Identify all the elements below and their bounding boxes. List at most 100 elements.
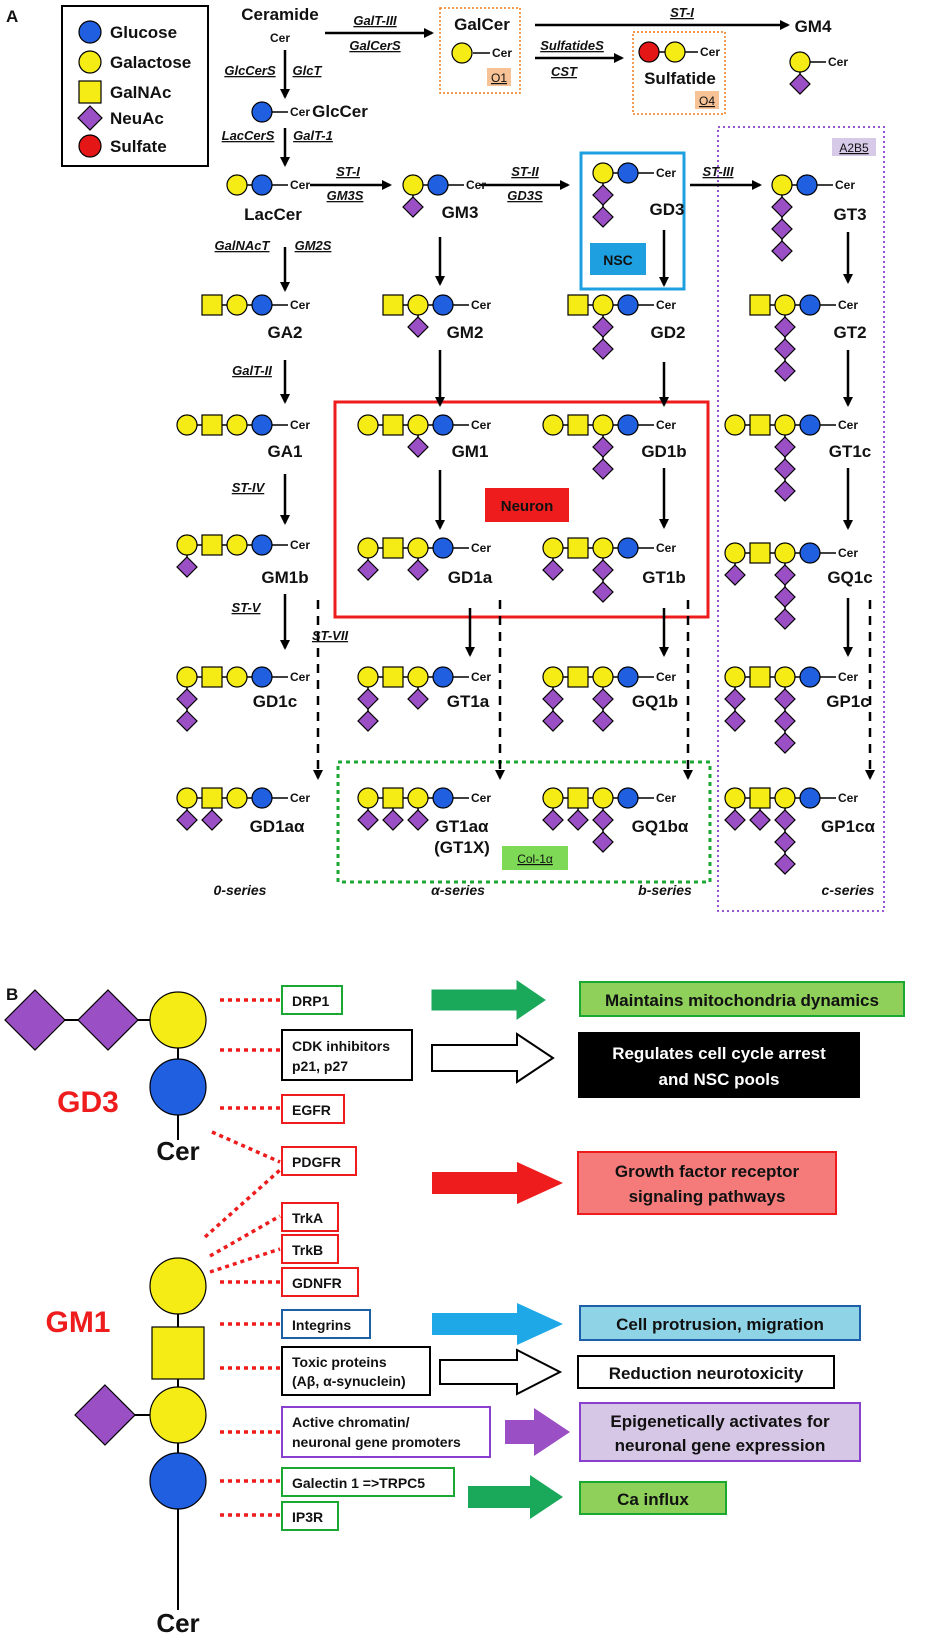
cdk-box: [281, 1029, 413, 1081]
gm1-structure: [74, 1257, 207, 1610]
growth-text-2: signaling pathways: [629, 1187, 786, 1206]
panel-a-letter: A: [6, 7, 18, 26]
gt1a-structure-neuac: [357, 688, 379, 710]
gt2-structure-cer: Cer: [838, 298, 858, 312]
gt1b-structure-residue: [617, 537, 639, 559]
egfr-box: [281, 1094, 345, 1124]
gt1c-structure-residue: [774, 414, 796, 436]
neuron-tag-box: [485, 488, 569, 522]
gd3-neuac-2: [77, 989, 139, 1051]
ceramide-cer: Cer: [270, 31, 290, 45]
galcer-cer: Cer: [492, 46, 512, 60]
mito-box: [579, 981, 905, 1017]
trka-box: [281, 1202, 339, 1232]
gp1ca-structure-residue: [749, 787, 771, 809]
gq1b-structure-cer: Cer: [656, 670, 676, 684]
neurotox-box: [577, 1355, 835, 1389]
gd1c-label: GD1c: [253, 692, 297, 711]
ip3r-text: IP3R: [292, 1509, 323, 1525]
gm3-structure-residue: [427, 174, 449, 196]
gq1b-structure-residue: [617, 666, 639, 688]
gm1-structure-a-residue: [432, 414, 454, 436]
gq1ba-structure-neuac: [592, 809, 614, 831]
gd1aa-structure-cer: Cer: [290, 791, 310, 805]
cellcycle-box: [578, 1032, 860, 1098]
chromatin-text-2: neuronal gene promoters: [292, 1434, 461, 1450]
epigenetic-text-1: Epigenetically activates for: [610, 1412, 830, 1431]
gd1b-structure-residue: [592, 414, 614, 436]
arrow-cellcycle-hollow: [431, 1032, 555, 1084]
trkb-box: [281, 1234, 339, 1264]
gm1-glucose: [149, 1452, 207, 1510]
gt2-structure-neuac: [774, 360, 796, 382]
gt1b-label: GT1b: [642, 568, 685, 587]
gq1ba-structure-residue: [617, 787, 639, 809]
gd3-label: GD3: [650, 200, 685, 219]
gt2-structure-neuac: [774, 316, 796, 338]
enzyme-galt2: GalT-II: [232, 363, 272, 378]
gp1ca-structure-residue: [799, 787, 821, 809]
toxic-box: [281, 1346, 431, 1396]
drp1-text: DRP1: [292, 993, 330, 1009]
ip3r-box: [281, 1501, 339, 1531]
gq1c-structure-residue: [774, 542, 796, 564]
galectin-text: Galectin 1 =>TRPC5: [292, 1475, 425, 1491]
gd1c-structure-residue: [176, 666, 198, 688]
gd1a-structure-cer: Cer: [471, 541, 491, 555]
gq1b-structure-neuac: [592, 688, 614, 710]
series-c: c-series: [822, 882, 875, 898]
gt1c-structure-neuac: [774, 436, 796, 458]
gm2-structure-residue: [432, 294, 454, 316]
gt1b-structure-neuac: [592, 559, 614, 581]
trkb-text: TrkB: [292, 1242, 323, 1258]
enzyme-galcers: GalCerS: [349, 38, 401, 53]
gd3-neuac-1: [4, 989, 66, 1051]
enzyme-gm2s: GM2S: [295, 238, 332, 253]
gt2-structure-neuac: [774, 338, 796, 360]
gd1b-structure-residue: [567, 414, 589, 436]
growth-box: [577, 1151, 837, 1215]
nsc-tag-box: [590, 243, 646, 275]
ca-box: [579, 1481, 727, 1515]
gm1b-structure-cer: Cer: [290, 538, 310, 552]
gq1ba-structure-residue: [542, 787, 564, 809]
gd1c-structure-residue: [201, 666, 223, 688]
gm1-cer: Cer: [156, 1608, 199, 1637]
enzyme-st5: ST-V: [232, 600, 262, 615]
galnac-icon: [78, 80, 102, 104]
gm1b-label: GM1b: [261, 568, 308, 587]
gp1c-structure-residue: [774, 666, 796, 688]
gt1a-structure-neuac: [357, 710, 379, 732]
legend-sulfate: Sulfate: [110, 137, 167, 156]
ca-text: Ca influx: [617, 1490, 689, 1509]
gm1-galactose: [149, 1386, 207, 1444]
laccer-label: LacCer: [244, 205, 302, 224]
galcer-box: [439, 7, 521, 94]
glucose-icon: [78, 20, 102, 44]
ga2-structure-cer: Cer: [290, 298, 310, 312]
neuac-icon: [77, 105, 103, 131]
gdnfr-text: GDNFR: [292, 1275, 342, 1291]
gm1b-structure-residue: [226, 534, 248, 556]
growth-text-1: Growth factor receptor: [615, 1162, 800, 1181]
gd2-structure-neuac: [592, 316, 614, 338]
gd1aa-structure-residue: [201, 787, 223, 809]
sulfatide-box: [632, 31, 726, 115]
laccer-structure-residue: [251, 174, 273, 196]
gt3-structure-residue: [796, 174, 818, 196]
gt3-structure-neuac: [771, 218, 793, 240]
ga1-structure-residue: [201, 414, 223, 436]
gd3-glucose: [149, 1058, 207, 1116]
gm4-structure-cer: Cer: [828, 55, 848, 69]
gt1c-structure-cer: Cer: [838, 418, 858, 432]
gd2-structure-residue: [617, 294, 639, 316]
gd1b-label: GD1b: [641, 442, 686, 461]
gq1c-structure-neuac: [774, 564, 796, 586]
gq1ba-structure-neuac: [567, 809, 589, 831]
gm1-galnac: [151, 1326, 205, 1380]
gt1aa-structure-residue: [357, 787, 379, 809]
chromatin-text-1: Active chromatin/: [292, 1414, 410, 1430]
gd1aa-label: GD1aα: [250, 817, 305, 836]
gq1b-structure-residue: [542, 666, 564, 688]
